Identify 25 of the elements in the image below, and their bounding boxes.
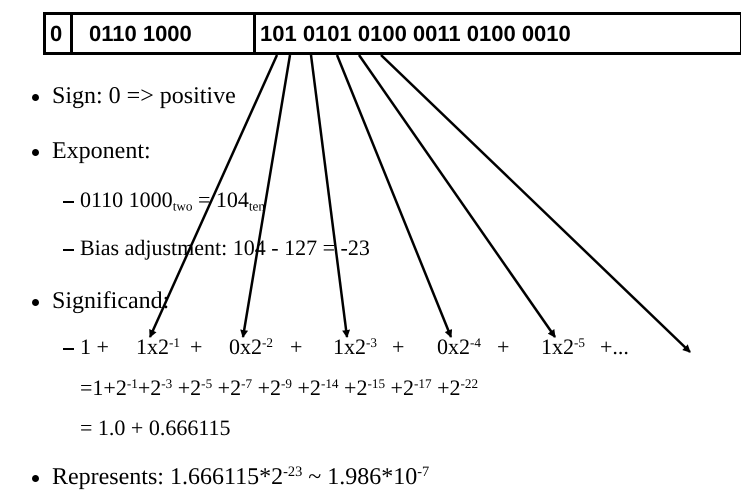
- arrow: [358, 54, 556, 338]
- arrow: [310, 54, 350, 338]
- sum-text: =1+2$^{-1}$+2$^{-3}$ +2$^{-5}$ +2$^{-7}$ +2$^{-9}$ +2$^{-14}$ +2$^{-15}$ +2$^{-17}$ +2$^{-22}$: [80, 374, 478, 402]
- significand-term: 1x2$^{-5}$: [541, 333, 585, 361]
- plus-sign: +: [392, 333, 404, 361]
- significand-term: 0x2$^{-4}$: [437, 333, 481, 361]
- plus-sign: +: [290, 333, 302, 361]
- arrow: [336, 54, 452, 338]
- sum-text: = 1.0 + 0.666115: [80, 414, 230, 442]
- arrow: [240, 54, 292, 338]
- arrow: [148, 54, 278, 338]
- exponent-bits-cell: 0110 1000: [70, 12, 256, 55]
- sign-bit-cell: 0: [43, 12, 73, 55]
- significand-term: 0x2$^{-2}$: [229, 333, 273, 361]
- significand-term: 1x2$^{-3}$: [333, 333, 377, 361]
- sum-text: +...: [600, 333, 629, 361]
- bullet-text: Represents: 1.666115*2$^{-23}$ ~ 1.986*10$^{-7}$: [52, 463, 430, 491]
- plus-sign: +: [190, 333, 202, 361]
- bullet-text: Exponent:: [52, 137, 151, 165]
- plus-sign: +: [497, 333, 510, 361]
- fraction-bits-cell: 101 0101 0100 0011 0100 0010: [253, 12, 741, 55]
- sum-text: 1 +: [80, 333, 109, 361]
- arrow: [380, 54, 691, 353]
- significand-term: 1x2$^{-1}$: [136, 333, 180, 361]
- bullet-text: Sign: 0 => positive: [52, 82, 236, 110]
